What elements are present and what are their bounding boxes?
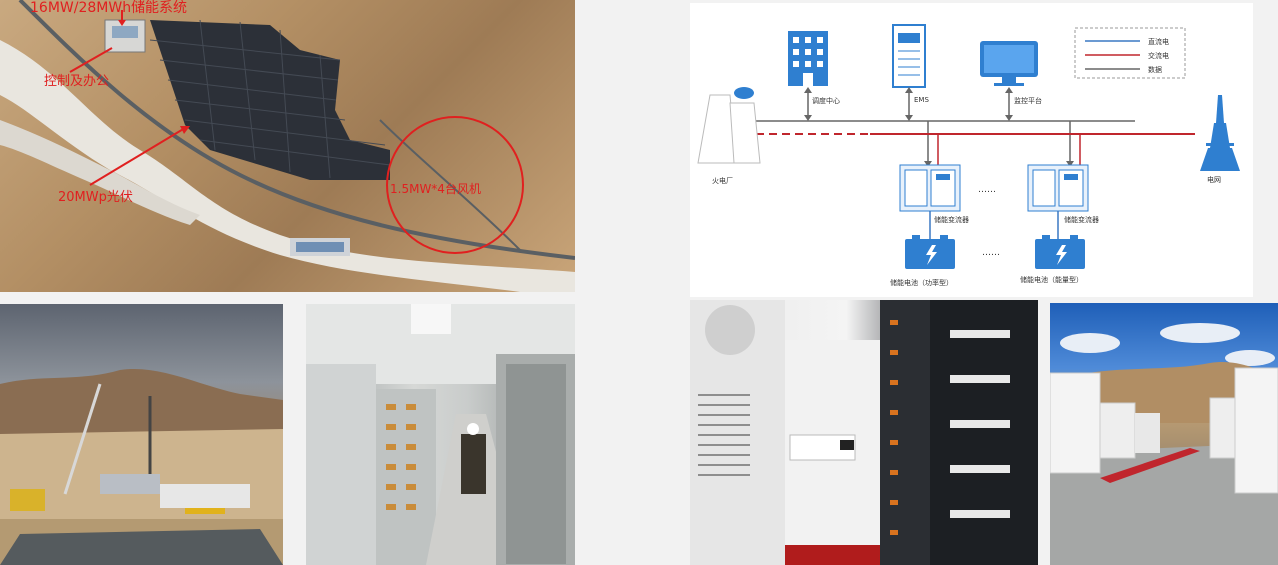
legend-dc-label: 直流电 — [1148, 38, 1169, 46]
converter-1-label: 储能变流器 — [934, 216, 969, 224]
container-array-photo — [1050, 303, 1278, 565]
battery-power-label: 储能电池（功率型） — [890, 279, 953, 287]
battery-room-photo — [306, 304, 575, 565]
storage-system-label: 16MW/28MWh储能系统 — [30, 0, 188, 16]
satellite-terrain — [0, 0, 575, 292]
grid-label: 电网 — [1207, 176, 1221, 184]
control-office-label: 控制及办公 — [44, 74, 110, 89]
container-array-scene — [1050, 323, 1278, 565]
battery-ellipsis: …… — [982, 248, 1000, 258]
monitor-platform-label: 监控平台 — [1014, 97, 1042, 105]
converter-ellipsis: …… — [978, 185, 996, 195]
construction-scene — [0, 368, 283, 565]
system-diagram: 直流电 交流电 数据 调度中心 EMS 监控平台 火电厂 电网 储能变流器 储能… — [690, 3, 1253, 297]
wind-turbine-label: 1.5MW*4台风机 — [390, 182, 481, 196]
diagram-graphics — [697, 24, 1240, 269]
satellite-image: 16MW/28MWh储能系统 控制及办公 20MWp光伏 1.5MW*4台风机 — [0, 0, 575, 292]
battery-energy-label: 储能电池（能量型） — [1020, 276, 1083, 284]
ems-label: EMS — [914, 96, 929, 104]
converter-2-label: 储能变流器 — [1064, 216, 1099, 224]
battery-cabinet-interior-photo — [690, 300, 1038, 565]
dispatch-center-label: 调度中心 — [812, 97, 840, 105]
battery-room-scene — [306, 304, 575, 565]
thermal-plant-label: 火电厂 — [712, 177, 733, 185]
legend-data-label: 数据 — [1148, 66, 1162, 74]
legend-ac-label: 交流电 — [1148, 52, 1169, 60]
construction-site-photo — [0, 304, 283, 565]
cabinet-interior-scene — [690, 300, 1038, 565]
pv-label: 20MWp光伏 — [58, 190, 133, 205]
